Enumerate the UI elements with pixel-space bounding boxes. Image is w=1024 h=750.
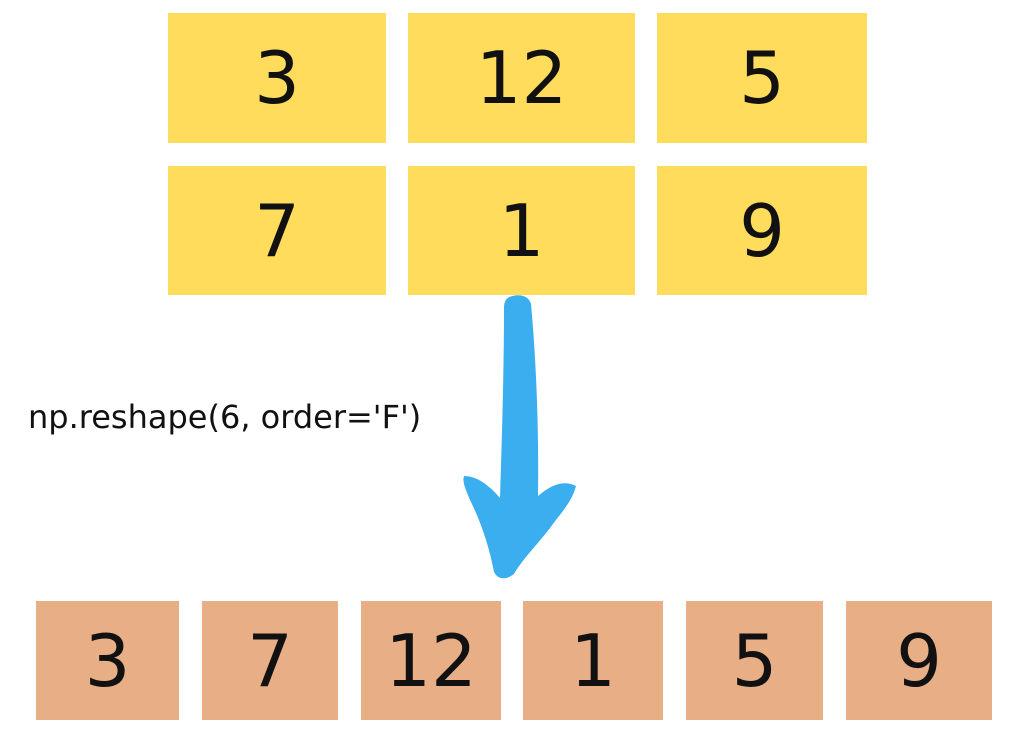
source-cell-r0-c0: 3	[168, 13, 386, 143]
source-cell-r1-c2: 9	[657, 166, 867, 295]
source-cell-r1-c0: 7	[168, 166, 386, 295]
result-cell-2: 12	[361, 601, 501, 720]
reshape-caption: np.reshape(6, order='F')	[28, 398, 422, 436]
down-arrow-icon	[463, 295, 576, 579]
source-cell-r0-c1: 12	[408, 13, 635, 143]
source-cell-r0-c2: 5	[657, 13, 867, 143]
arrow-shape	[463, 295, 576, 579]
result-cell-0: 3	[36, 601, 179, 720]
result-cell-4: 5	[686, 601, 823, 720]
result-cell-3: 1	[523, 601, 663, 720]
result-cell-5: 9	[846, 601, 992, 720]
result-cell-1: 7	[202, 601, 338, 720]
source-cell-r1-c1: 1	[408, 166, 635, 295]
